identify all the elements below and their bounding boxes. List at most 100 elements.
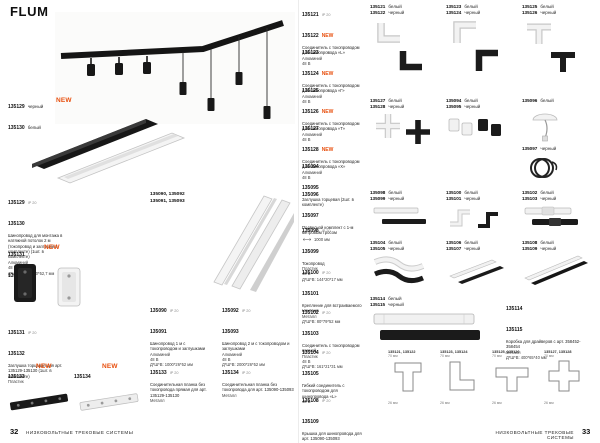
product-material: Пластик <box>302 442 362 443</box>
dimension-value: 26 мм <box>492 401 502 405</box>
product-material: Алюминий <box>302 169 323 175</box>
rail-1m-labels: 135090, 135092 135091, 135093 <box>150 192 185 205</box>
connector-l-black-icon <box>399 51 422 71</box>
new-badge: NEW <box>102 363 118 370</box>
cross-section-drawing <box>394 362 422 392</box>
ip-rating: IP 20 <box>321 13 331 17</box>
long-cover-strips-icon <box>524 255 588 285</box>
connector-x-black-icon <box>406 120 430 144</box>
variant-label: черный <box>388 246 405 252</box>
product-code: 135121 <box>302 12 319 18</box>
product-code: 135109 <box>302 418 319 425</box>
product-code: 135095 <box>302 184 319 191</box>
diagram-label: 135125, 135126 <box>492 350 520 354</box>
variant-label: белый <box>464 190 478 195</box>
dimension-diagram: 135125, 135126 70 мм 26 мм <box>492 350 540 405</box>
dimension-value: 70 мм <box>440 354 450 358</box>
endcap-white-image <box>57 267 81 307</box>
product-description: Шинопровод 1 м с токопроводом и заглушка… <box>150 340 206 352</box>
new-badge: NEW <box>321 108 334 115</box>
variant-label: белый <box>464 98 478 103</box>
product-code: 135127 <box>370 98 386 103</box>
product-code: 135124 <box>446 10 462 16</box>
ip-rating: IP 20 <box>321 399 331 403</box>
footer-series-right: НИЗКОВОЛЬТНЫЕ ТРЕКОВЫЕ СИСТЕМЫ <box>495 430 574 440</box>
dimension-value: 26 мм <box>388 401 398 405</box>
product-code: 135126 <box>302 108 319 115</box>
driver-box-icon <box>373 313 480 340</box>
variant-label: черный <box>388 302 404 308</box>
endcaps-pair-icon <box>448 118 501 136</box>
product-code: 135134 <box>74 374 91 380</box>
connector-corner-black-icon <box>475 49 498 71</box>
product-code: 135105 <box>370 246 386 252</box>
variant-label: белый <box>388 296 402 301</box>
product-code: 135098 <box>302 228 319 234</box>
suspension-kit-icon <box>532 113 558 142</box>
product-code: 135129 <box>8 200 25 206</box>
variant-label: белый <box>27 124 41 130</box>
conductor-strips-icon <box>373 207 426 224</box>
variant-label: черный <box>388 196 405 202</box>
dimension-diagram: 135127, 135128 70 мм 26 мм <box>544 350 592 405</box>
product-code: 135122 <box>370 10 386 16</box>
ip-rating: IP 20 <box>27 201 37 205</box>
product-description: Подвесной комплект с 1-м метровым тросом <box>302 224 354 236</box>
product-code: 135126 <box>522 10 538 16</box>
connector-x-white-icon <box>376 114 400 138</box>
diagram-label: 135127, 135128 <box>544 350 572 354</box>
product-code: 135104 <box>370 240 386 245</box>
new-badge: NEW <box>321 146 334 153</box>
product-dimensions: Д*Ш*В: 2000*26*52 мм <box>222 362 265 368</box>
connector-corner-white-icon <box>453 21 476 43</box>
product-code: 135129 <box>8 104 25 110</box>
product-code: 135109 <box>522 246 538 252</box>
ip-rating: IP 20 <box>321 311 331 315</box>
product-code: 135108 <box>522 240 538 245</box>
product-voltage: 48 В <box>302 136 311 142</box>
product-code: 135100 <box>446 190 462 195</box>
product-code: 135130 <box>8 220 25 227</box>
product-code: 135115 <box>370 302 386 308</box>
product-code: 135132 <box>8 350 25 357</box>
coiled-cable-icon <box>530 158 558 178</box>
new-badge: NEW <box>56 97 72 104</box>
product-code: 135133 <box>8 374 25 380</box>
product-code: 135114 <box>506 306 523 312</box>
product-voltage: 48 В <box>222 356 231 362</box>
variant-label: белый <box>540 240 554 245</box>
diagram-label: 135123, 135124 <box>440 350 468 354</box>
cross-section-drawing <box>548 360 580 392</box>
product-description: Шинопровод 2 м с токопроводом и заглушка… <box>222 340 290 352</box>
ip-rating: IP 20 <box>241 371 251 375</box>
ip-rating: IP 20 <box>169 309 179 313</box>
product-material: Металл <box>302 313 317 319</box>
rail-2m-image <box>32 119 186 184</box>
dimension-diagram: 135123, 135124 70 мм 26 мм <box>440 350 488 405</box>
variant-label: белый <box>388 98 402 103</box>
product-material: Алюминий <box>302 131 323 137</box>
connector-t-white-icon <box>527 23 551 44</box>
ip-rating: IP 20 <box>321 51 331 55</box>
variant-label: черный <box>540 246 557 252</box>
product-material: Алюминий <box>302 93 323 99</box>
ip-rating: IP 20 <box>321 229 331 233</box>
product-material: Металл <box>150 398 165 404</box>
product-code: 135128 <box>302 146 319 153</box>
endcap-black-image <box>14 264 36 302</box>
product-description: Соединитель с токопроводом прямой <box>302 342 360 354</box>
dimension-value: 70 мм <box>544 354 554 358</box>
